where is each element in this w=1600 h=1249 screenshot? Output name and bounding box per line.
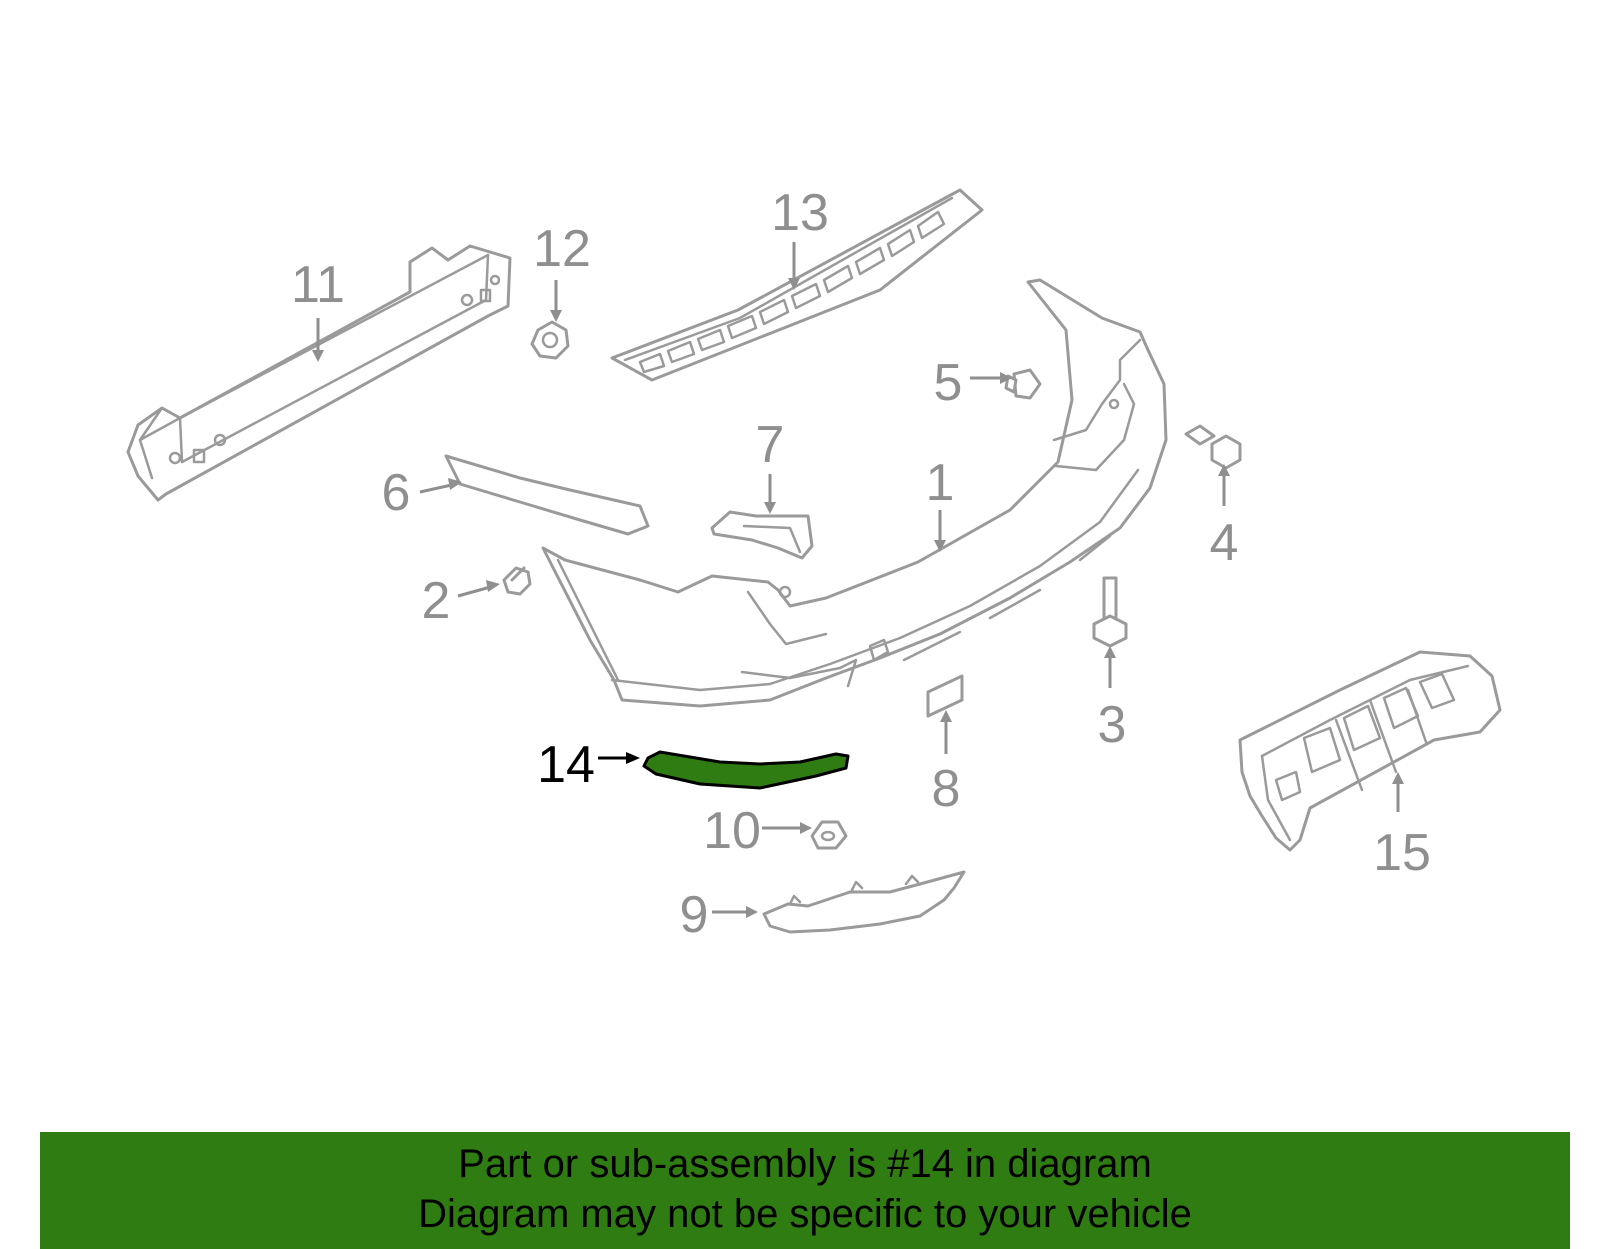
info-banner: Part or sub-assembly is #14 in diagram D… (40, 1132, 1570, 1249)
callout-1: 1 (926, 454, 955, 512)
callout-4: 4 (1210, 514, 1239, 572)
callout-14: 14 (537, 736, 595, 794)
callout-13: 13 (771, 184, 829, 242)
part-6-bracket[interactable] (444, 454, 650, 536)
callout-9: 9 (680, 886, 709, 944)
part-10-nut[interactable] (810, 820, 848, 850)
callout-5: 5 (934, 354, 963, 412)
part-4-bolt[interactable] (1184, 424, 1242, 470)
banner-line-2: Diagram may not be specific to your vehi… (418, 1192, 1192, 1236)
part-8-pad[interactable] (926, 674, 964, 718)
part-3-stud-bolt[interactable] (1092, 576, 1128, 648)
callout-8: 8 (932, 760, 961, 818)
callout-10: 10 (703, 802, 761, 860)
callout-3: 3 (1098, 696, 1127, 754)
part-13-step-pad[interactable] (610, 188, 984, 382)
banner-line-1: Part or sub-assembly is #14 in diagram (458, 1142, 1152, 1186)
part-15-skid-plate[interactable] (1238, 650, 1502, 852)
callout-11: 11 (291, 256, 345, 314)
part-2-clip[interactable] (502, 566, 532, 596)
callout-15: 15 (1373, 824, 1431, 882)
callout-7: 7 (756, 416, 785, 474)
part-5-bolt[interactable] (1004, 368, 1042, 400)
part-11-reinforcement-bar[interactable] (126, 244, 512, 502)
callout-12: 12 (533, 220, 591, 278)
part-14-highlighted[interactable] (642, 750, 850, 790)
parts-diagram: 1 2 3 4 5 6 7 8 9 10 11 12 13 14 15 (126, 184, 1502, 944)
callout-2: 2 (422, 572, 451, 630)
part-12-nut[interactable] (530, 320, 570, 360)
part-9-garnish[interactable] (762, 870, 966, 934)
part-1-bumper-cover[interactable] (541, 278, 1168, 708)
callout-6: 6 (382, 464, 411, 522)
leader-lines (312, 242, 1404, 918)
part-7-bracket[interactable] (710, 510, 814, 560)
